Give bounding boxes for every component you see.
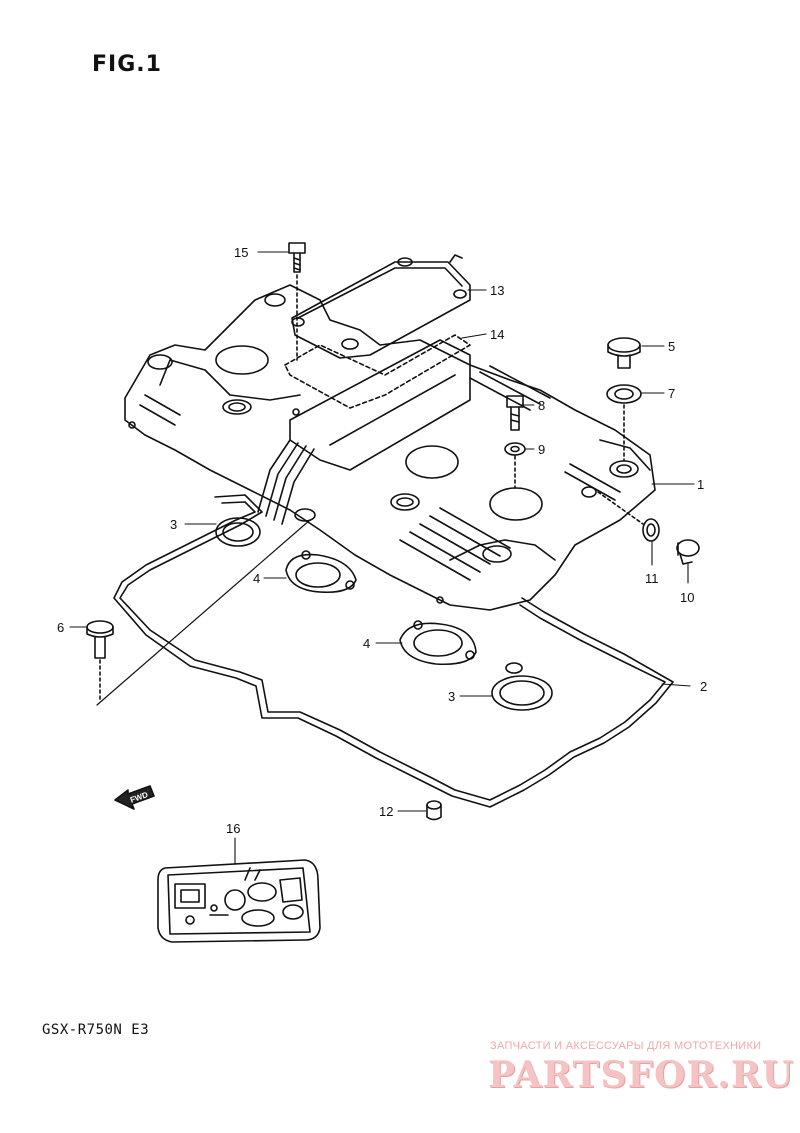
gasket-set-16 bbox=[157, 859, 321, 943]
breather-gasket bbox=[284, 334, 471, 471]
callout-4-upper: 4 bbox=[253, 571, 260, 586]
dowel-pin-12 bbox=[426, 800, 442, 821]
cylinder-head-cover-gasket bbox=[113, 494, 674, 808]
bolt-15 bbox=[288, 242, 306, 361]
callout-9: 9 bbox=[538, 442, 545, 457]
callout-14: 14 bbox=[490, 327, 504, 342]
plug-seal-3-lower bbox=[491, 662, 553, 711]
callout-16: 16 bbox=[226, 821, 240, 836]
callout-5: 5 bbox=[668, 339, 675, 354]
cylinder-head-cover bbox=[124, 284, 656, 611]
plug-gasket-4-lower bbox=[399, 620, 477, 666]
callout-7: 7 bbox=[668, 386, 675, 401]
plug-bolt-10 bbox=[676, 539, 700, 565]
callout-6: 6 bbox=[57, 620, 64, 635]
bolt-8 bbox=[506, 395, 524, 431]
callout-2: 2 bbox=[700, 679, 707, 694]
callout-3-lower: 3 bbox=[448, 689, 455, 704]
callout-10: 10 bbox=[680, 590, 694, 605]
callout-12: 12 bbox=[379, 804, 393, 819]
plug-gasket-4-upper bbox=[285, 550, 357, 594]
callout-numbers: 1 2 3 3 4 4 5 6 7 8 9 10 11 12 13 14 15 … bbox=[57, 245, 707, 836]
callout-4-lower: 4 bbox=[363, 636, 370, 651]
callout-1: 1 bbox=[697, 477, 704, 492]
leader-bolt-6 bbox=[96, 519, 311, 706]
bolt-5 bbox=[607, 337, 641, 369]
callout-13: 13 bbox=[490, 283, 504, 298]
model-code: GSX-R750N E3 bbox=[42, 1022, 150, 1038]
callout-15: 15 bbox=[234, 245, 248, 260]
watermark-brand: PARTSFOR.RU bbox=[488, 1054, 795, 1096]
o-ring-11 bbox=[597, 491, 660, 542]
washer-9 bbox=[504, 442, 526, 489]
bolt-6 bbox=[86, 620, 114, 701]
watermark-caption: ЗАПЧАСТИ И АКСЕССУАРЫ ДЛЯ МОТОТЕХНИКИ bbox=[490, 1040, 762, 1052]
breather-cover bbox=[291, 254, 471, 359]
callout-leaders bbox=[69, 251, 695, 865]
callout-8: 8 bbox=[538, 398, 545, 413]
figure-title: FIG.1 bbox=[92, 52, 162, 77]
callout-3-upper: 3 bbox=[170, 517, 177, 532]
seal-washer-7 bbox=[606, 384, 642, 461]
breather-hoses bbox=[257, 439, 315, 525]
forward-arrow-icon bbox=[114, 785, 155, 810]
plug-seal-3-upper bbox=[215, 517, 261, 547]
callout-11: 11 bbox=[645, 571, 659, 586]
